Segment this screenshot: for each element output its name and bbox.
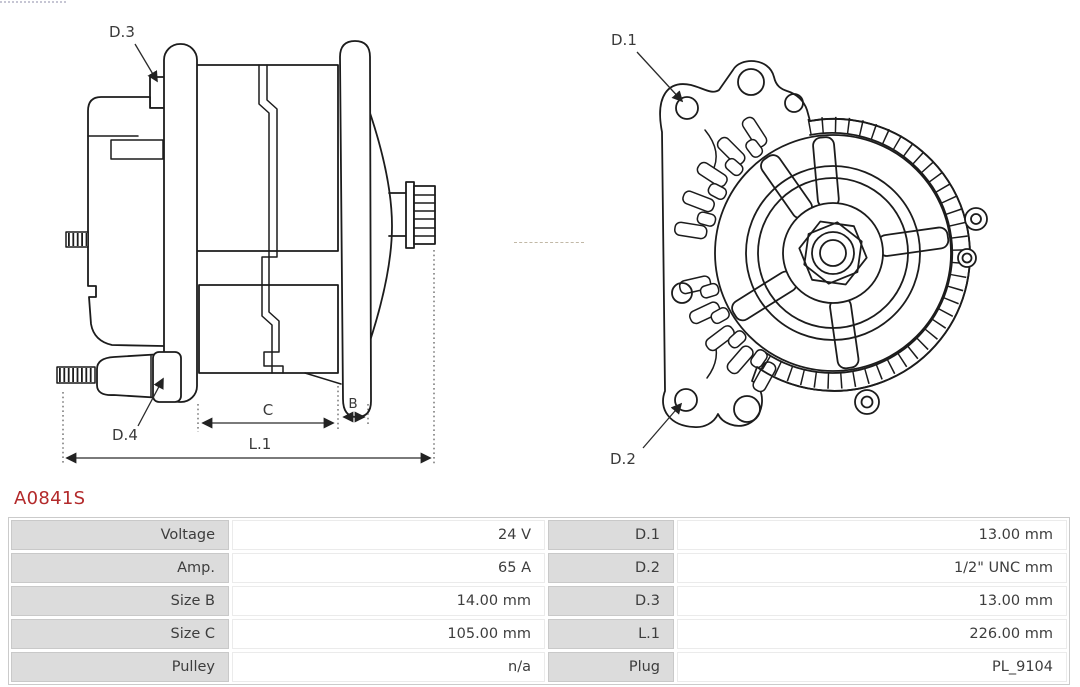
side-view: D.3 D.4 C B L.1	[56, 23, 436, 464]
spec-label: D.2	[548, 553, 674, 583]
dim-label-d3: D.3	[109, 23, 135, 41]
alternator-technical-drawing: D.3 D.4 C B L.1	[56, 23, 988, 468]
dim-label-b: B	[348, 396, 357, 412]
spec-value: 65 A	[232, 553, 545, 583]
dim-label-d4: D.4	[112, 426, 138, 444]
shaft-spline-lines	[413, 194, 436, 237]
mount-hole-d2	[674, 388, 698, 412]
spec-value: 13.00 mm	[677, 520, 1067, 550]
spec-value: 226.00 mm	[677, 619, 1067, 649]
spec-label: L.1	[548, 619, 674, 649]
spec-value: 24 V	[232, 520, 545, 550]
spec-label: D.1	[548, 520, 674, 550]
spec-value: PL_9104	[677, 652, 1067, 682]
spec-label: Voltage	[11, 520, 229, 550]
spec-value: 13.00 mm	[677, 586, 1067, 616]
spec-table: Voltage 24 V D.1 13.00 mm Amp. 65 A D.2 …	[8, 517, 1070, 685]
spec-label: Plug	[548, 652, 674, 682]
fan-spokes	[731, 136, 950, 370]
dim-label-d1: D.1	[611, 31, 637, 49]
spec-value: n/a	[232, 652, 545, 682]
part-number: A0841S	[14, 488, 86, 509]
spec-label: Amp.	[11, 553, 229, 583]
stator-tooth-ring	[756, 116, 971, 392]
vent-slots	[673, 116, 777, 393]
spec-value: 105.00 mm	[232, 619, 545, 649]
front-view: D.1 D.2	[610, 31, 988, 468]
dim-label-l1: L.1	[249, 435, 272, 453]
dim-label-c: C	[263, 401, 273, 419]
terminal-stud-top	[65, 231, 89, 248]
terminal-stud-bottom	[56, 366, 96, 384]
spec-label: Size B	[11, 586, 229, 616]
shaft-nut	[798, 220, 868, 286]
mount-hole-d1	[675, 96, 699, 120]
spec-value: 1/2" UNC mm	[677, 553, 1067, 583]
dim-label-d2: D.2	[610, 450, 636, 468]
spec-value: 14.00 mm	[232, 586, 545, 616]
watermark-dots-top	[0, 1, 66, 3]
spec-label: D.3	[548, 586, 674, 616]
spec-label: Size C	[11, 619, 229, 649]
spec-label: Pulley	[11, 652, 229, 682]
watermark-dash-middle	[514, 242, 584, 243]
